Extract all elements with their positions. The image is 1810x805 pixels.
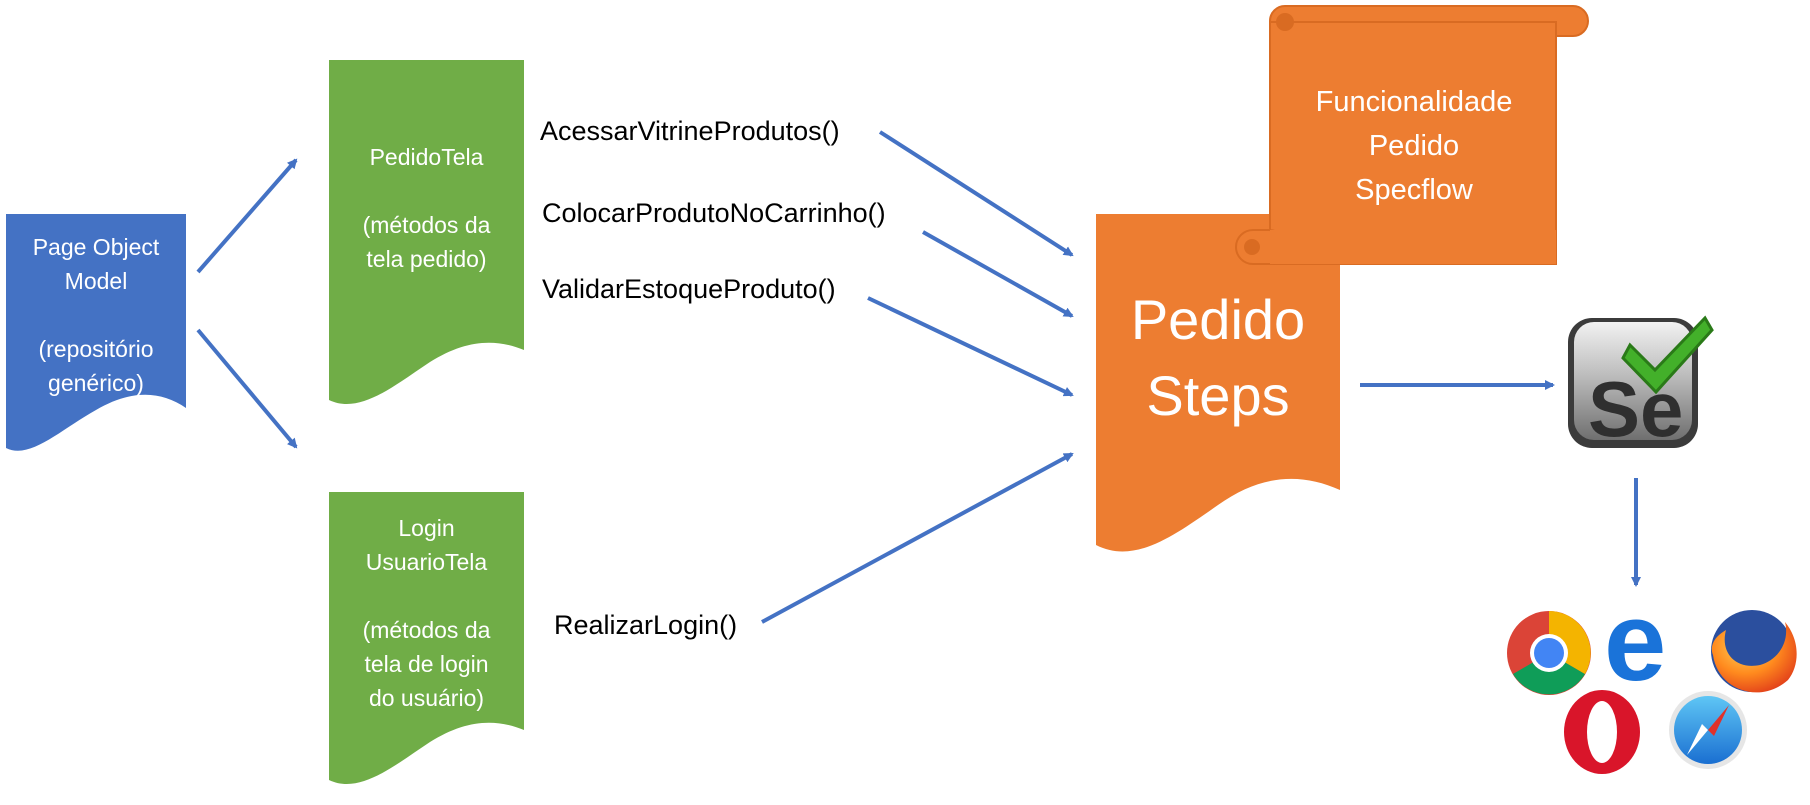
login-tela-line5: do usuário) [368, 685, 485, 711]
pedido-tela-line2: (métodos da [362, 212, 491, 238]
chrome-icon [1507, 611, 1591, 695]
method-validar-estoque: ValidarEstoqueProduto() [542, 274, 836, 304]
pedido-tela-line1: PedidoTela [369, 144, 484, 170]
pedido-steps-label: Pedido Steps [1096, 282, 1340, 434]
edge-icon: e [1604, 579, 1666, 704]
page-object-model-shape [6, 214, 186, 451]
funcionalidade-scroll-shape [1235, 5, 1589, 265]
svg-text:e: e [1604, 579, 1666, 704]
pom-line3: (repositório [38, 336, 154, 362]
firefox-icon [1711, 610, 1797, 693]
login-tela-line4: tela de login [364, 651, 489, 677]
method-acessar-vitrine: AcessarVitrineProdutos() [540, 116, 840, 146]
funcionalidade-line1: Funcionalidade [1315, 86, 1513, 118]
login-tela-label: Login UsuarioTela (métodos da tela de lo… [329, 511, 524, 715]
selenium-logo-icon: Se [1568, 315, 1714, 453]
method-realizar-login: RealizarLogin() [554, 610, 738, 640]
funcionalidade-line2: Pedido [1368, 130, 1460, 162]
arrow-pom-to-login [196, 328, 298, 449]
funcionalidade-line3: Specflow [1355, 174, 1473, 206]
pedido-tela-label: PedidoTela (métodos da tela pedido) [329, 140, 524, 276]
login-tela-line2: UsuarioTela [365, 549, 488, 575]
arrow-acessar-to-steps [878, 130, 1074, 257]
arrow-pom-to-pedido [196, 158, 298, 274]
safari-icon [1669, 691, 1747, 769]
pom-line2: Model [64, 268, 128, 294]
funcionalidade-label: Funcionalidade Pedido Specflow [1272, 80, 1556, 212]
pedido-steps-line1: Pedido [1130, 288, 1306, 351]
page-object-model-label: Page Object Model (repositório genérico) [6, 230, 186, 400]
method-colocar-produto: ColocarProdutoNoCarrinho() [542, 198, 886, 228]
arrow-validar-to-steps [867, 296, 1074, 397]
pom-line4: genérico) [48, 370, 144, 396]
opera-icon [1564, 690, 1640, 774]
login-tela-line1: Login [398, 515, 455, 541]
pedido-steps-shape [1096, 214, 1340, 552]
pedido-tela-line3: tela pedido) [366, 246, 487, 272]
arrow-login-to-steps [761, 452, 1074, 624]
pedido-tela-shape [329, 60, 524, 405]
login-tela-shape [329, 492, 524, 785]
arrow-colocar-to-steps [922, 230, 1074, 318]
pedido-steps-line2: Steps [1146, 364, 1290, 427]
pom-line1: Page Object [32, 234, 160, 260]
login-tela-line3: (métodos da [362, 617, 491, 643]
